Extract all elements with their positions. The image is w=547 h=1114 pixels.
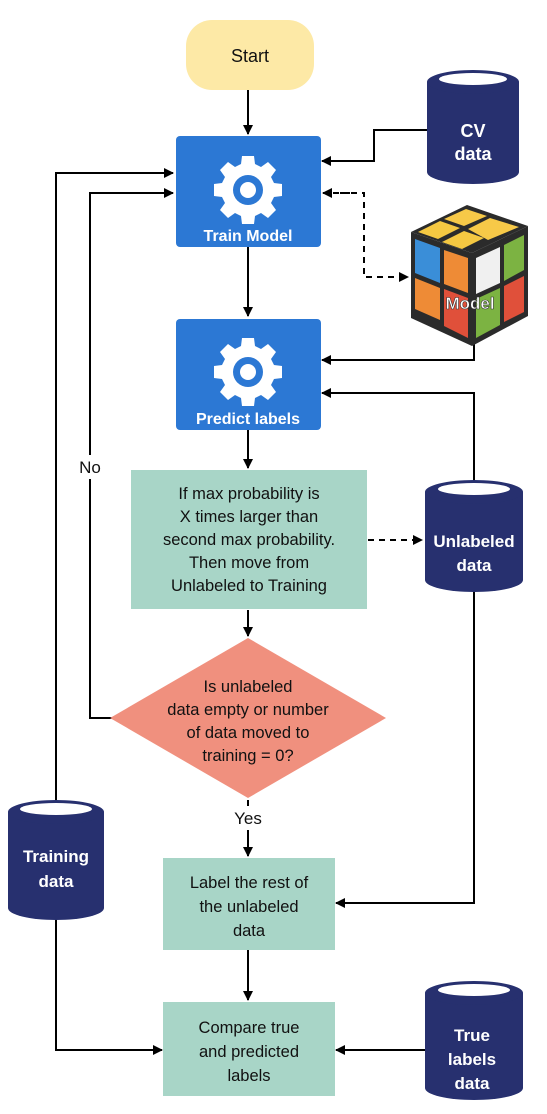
edge-unlabeled-predict (321, 388, 475, 484)
edge-training-compare (55, 918, 163, 1055)
move-step-node: If max probability is X times larger tha… (131, 470, 367, 609)
training-data-label-1: Training (23, 847, 89, 866)
decision-line-1: Is unlabeled (204, 678, 293, 696)
yes-label: Yes (234, 809, 262, 828)
gear-icon (214, 338, 282, 406)
edge-unlabeled-label (335, 588, 475, 908)
start-label: Start (231, 46, 269, 66)
edge-model-predict (321, 340, 475, 365)
start-node: Start (186, 20, 314, 90)
train-model-node: Train Model (176, 136, 321, 247)
training-data-node: Training data (8, 800, 104, 920)
predict-labels-label: Predict labels (196, 411, 300, 428)
cv-data-node: CV data (427, 70, 519, 184)
compare-line-3: labels (227, 1067, 270, 1085)
cv-data-label-1: CV (460, 121, 485, 141)
move-step-line-2: X times larger than (180, 508, 318, 526)
edge-training-train (55, 168, 174, 800)
move-step-line-3: second max probability. (163, 531, 335, 549)
label-rest-line-3: data (233, 922, 266, 940)
unlabeled-data-node: Unlabeled data (425, 480, 523, 592)
move-step-line-1: If max probability is (178, 485, 319, 503)
true-labels-line-1: True (454, 1026, 490, 1045)
decision-line-4: training = 0? (202, 747, 293, 765)
decision-node: Is unlabeled data empty or number of dat… (110, 638, 386, 798)
compare-line-1: Compare true (199, 1019, 300, 1037)
cv-data-label-2: data (454, 144, 492, 164)
true-labels-line-2: labels (448, 1050, 496, 1069)
compare-node: Compare true and predicted labels (163, 1002, 335, 1096)
compare-line-2: and predicted (199, 1043, 299, 1061)
edge-train-model (340, 192, 409, 282)
label-rest-line-2: the unlabeled (199, 898, 298, 916)
no-label-bg (74, 455, 106, 479)
yes-label-bg (228, 806, 268, 830)
edge-cv-train (321, 129, 429, 166)
rubiks-cube-icon (411, 205, 528, 346)
unlabeled-data-label-2: data (457, 556, 493, 575)
no-label: No (79, 458, 101, 477)
decision-line-3: of data moved to (187, 724, 310, 742)
move-step-line-5: Unlabeled to Training (171, 577, 327, 595)
predict-labels-node: Predict labels (176, 319, 321, 430)
label-rest-node: Label the rest of the unlabeled data (163, 858, 335, 950)
label-rest-line-1: Label the rest of (190, 874, 309, 892)
true-labels-data-node: True labels data (425, 981, 523, 1100)
model-node: Model (411, 205, 528, 346)
model-label: Model (445, 294, 494, 313)
unlabeled-data-label-1: Unlabeled (433, 532, 514, 551)
gear-icon (214, 156, 282, 224)
true-labels-line-3: data (455, 1074, 491, 1093)
decision-line-2: data empty or number (167, 701, 329, 719)
training-data-label-2: data (39, 872, 75, 891)
train-model-label: Train Model (204, 228, 293, 245)
move-step-line-4: Then move from (189, 554, 309, 572)
